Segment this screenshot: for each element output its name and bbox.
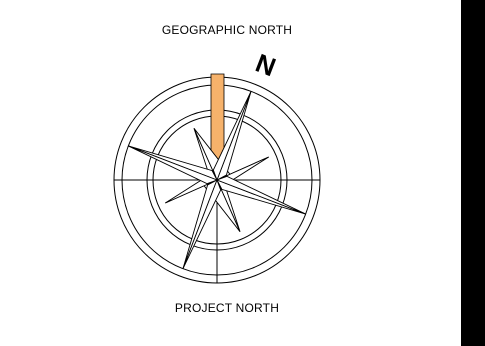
right-edge-bar — [461, 0, 485, 346]
north-marker: N — [252, 48, 280, 83]
project-north-label: PROJECT NORTH — [175, 301, 279, 315]
north-marker-letter: N — [252, 48, 280, 83]
